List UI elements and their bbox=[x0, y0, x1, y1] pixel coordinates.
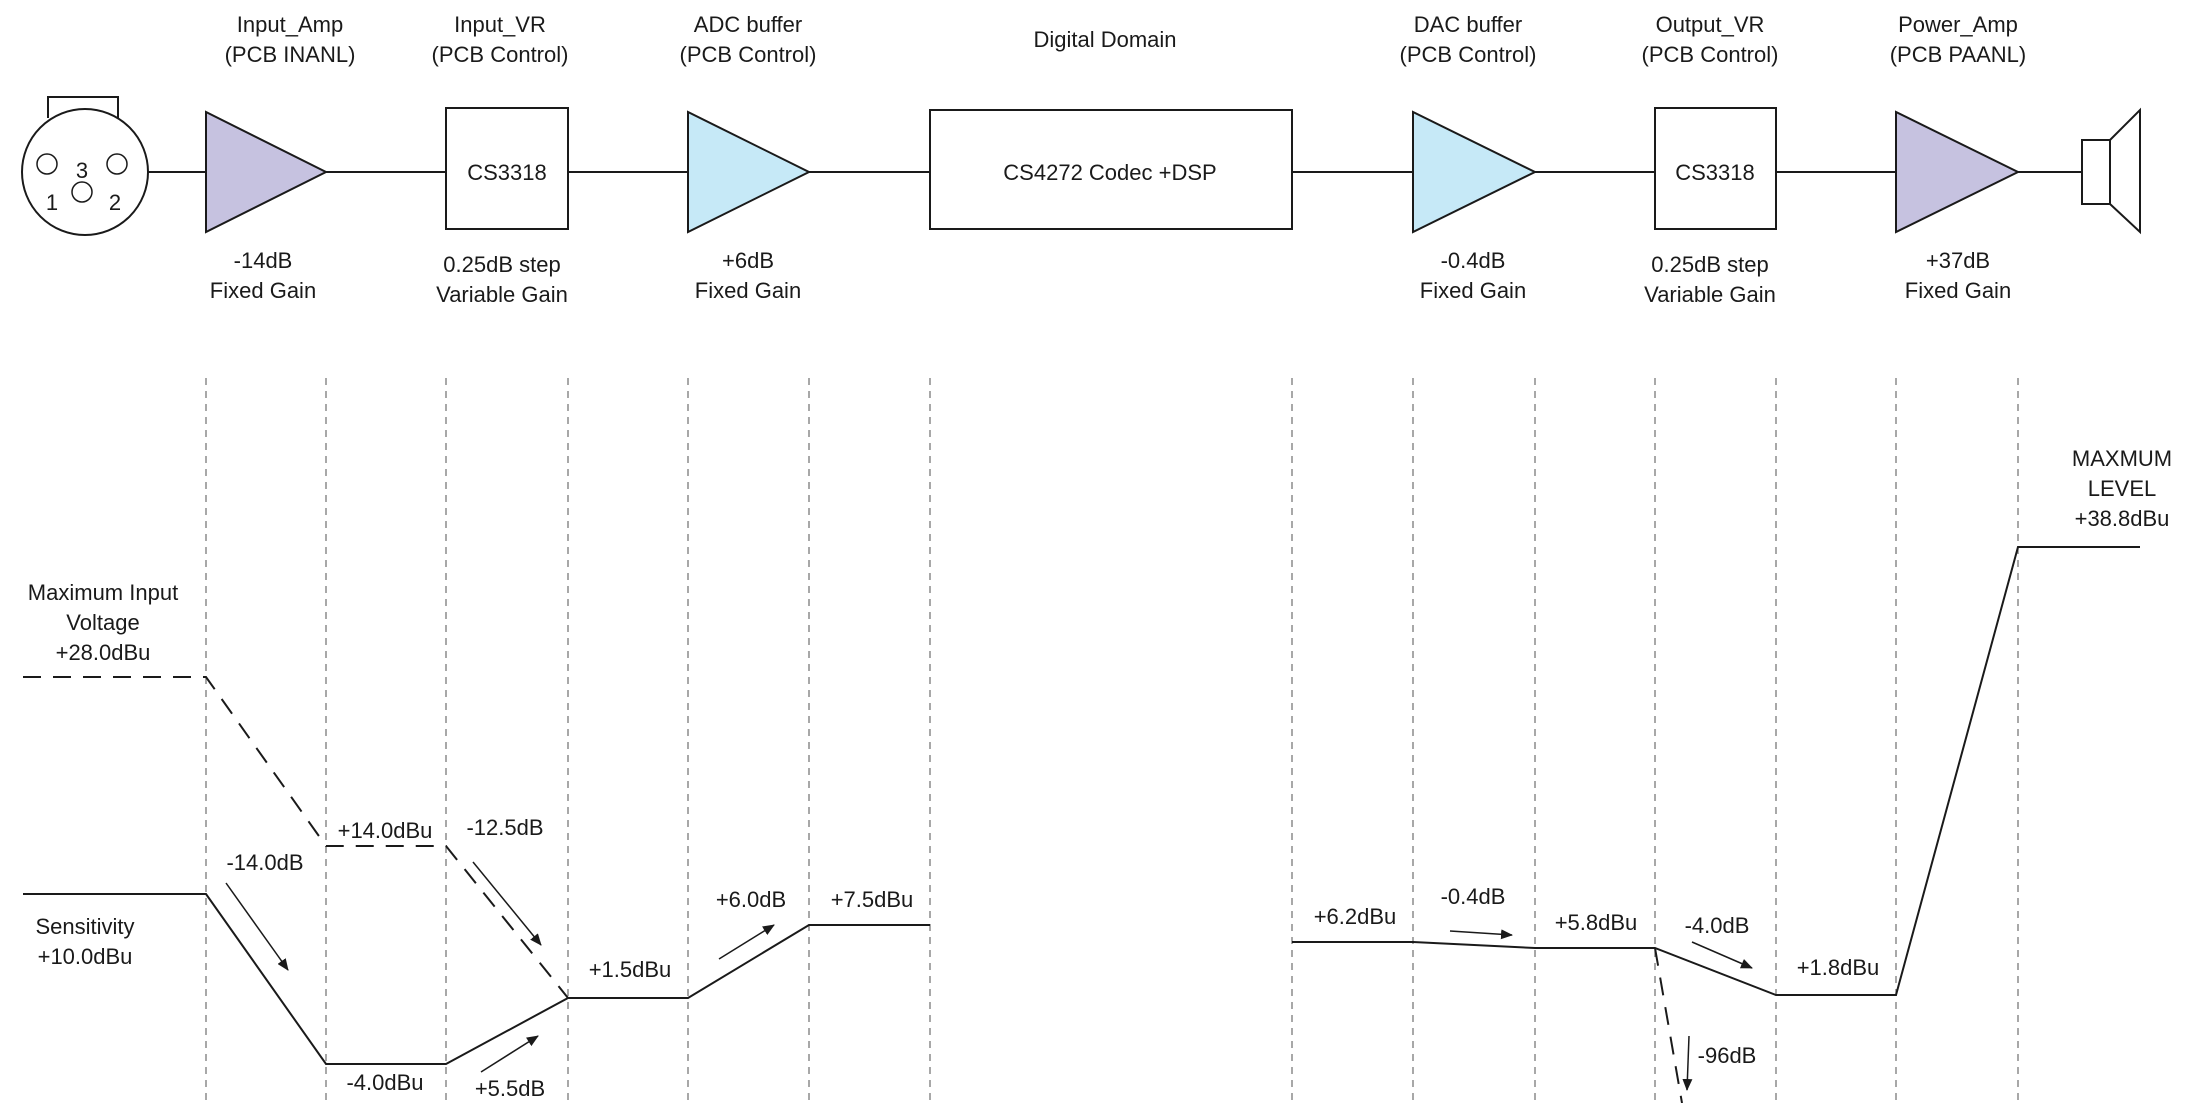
max-input-label-line: Maximum Input bbox=[28, 580, 178, 605]
dac-buffer-gain: -0.4dB bbox=[1441, 248, 1506, 273]
output-level-path bbox=[1292, 546, 2140, 996]
stage-name: Power_Amp bbox=[1898, 12, 2018, 37]
level-after-input-amp-max: +14.0dBu bbox=[338, 818, 433, 843]
stage-pcb: (PCB Control) bbox=[432, 42, 569, 67]
stage-header-power-amp: Power_Amp (PCB PAANL) bbox=[1890, 12, 2027, 67]
speaker-icon bbox=[2081, 107, 2141, 235]
arrow-dac-buffer bbox=[1449, 929, 1513, 940]
pin-2-label: 2 bbox=[109, 190, 121, 215]
arrow-input-vr-max bbox=[472, 861, 542, 946]
stage-pcb: (PCB PAANL) bbox=[1890, 42, 2027, 67]
sensitivity-label-line: +10.0dBu bbox=[38, 944, 133, 969]
dac-buffer-gain-type: Fixed Gain bbox=[1420, 278, 1526, 303]
pin-1-label: 1 bbox=[46, 190, 58, 215]
gain-step-adc-buffer: +6.0dB bbox=[716, 887, 786, 912]
arrow-adc-buffer bbox=[718, 924, 775, 960]
stage-guide-lines bbox=[205, 378, 2019, 1103]
stage-name: DAC buffer bbox=[1414, 12, 1522, 37]
input-vr-gain-type: Variable Gain bbox=[436, 282, 568, 307]
stage-header-adc-buffer: ADC buffer (PCB Control) bbox=[680, 12, 817, 67]
output-vr-chip-box bbox=[1654, 107, 1777, 230]
stage-pcb: (PCB INANL) bbox=[225, 42, 356, 67]
output-vr-gain: 0.25dB step bbox=[1651, 252, 1768, 277]
power-amp-gain: +37dB bbox=[1926, 248, 1990, 273]
mute-drop-line bbox=[1654, 947, 1683, 1103]
stage-header-input-amp: Input_Amp (PCB INANL) bbox=[225, 12, 356, 67]
maximum-level-label-line: +38.8dBu bbox=[2075, 506, 2170, 531]
gain-step-input-vr-max: -12.5dB bbox=[466, 815, 543, 840]
stage-name-digital-domain: Digital Domain bbox=[1033, 27, 1176, 52]
stage-pcb: (PCB Control) bbox=[1642, 42, 1779, 67]
sensitivity-label-line: Sensitivity bbox=[35, 914, 134, 939]
pin-3-label: 3 bbox=[76, 158, 88, 183]
stage-header-input-vr: Input_VR (PCB Control) bbox=[432, 12, 569, 67]
adc-buffer-gain: +6dB bbox=[722, 248, 774, 273]
adc-buffer-gain-type: Fixed Gain bbox=[695, 278, 801, 303]
level-after-input-vr: +1.5dBu bbox=[589, 957, 672, 982]
gain-step-output-vr-mute: -96dB bbox=[1698, 1043, 1757, 1068]
sensitivity-level-path bbox=[23, 893, 930, 1065]
gain-step-output-vr: -4.0dB bbox=[1685, 913, 1750, 938]
level-after-dac-buffer: +5.8dBu bbox=[1555, 910, 1638, 935]
stage-name: ADC buffer bbox=[694, 12, 802, 37]
stage-name: Input_Amp bbox=[237, 12, 343, 37]
gain-step-input-amp: -14.0dB bbox=[226, 850, 303, 875]
max-input-level-path bbox=[23, 676, 569, 999]
input-amp-gain: -14dB bbox=[234, 248, 293, 273]
max-input-label: Maximum Input Voltage +28.0dBu bbox=[28, 580, 178, 665]
power-amp-gain-type: Fixed Gain bbox=[1905, 278, 2011, 303]
level-after-adc-buffer: +7.5dBu bbox=[831, 887, 914, 912]
codec-dsp-label: CS4272 Codec +DSP bbox=[1003, 160, 1216, 185]
gain-step-input-vr-sens: +5.5dB bbox=[475, 1076, 545, 1101]
arrow-output-vr bbox=[1691, 941, 1753, 969]
level-digital-out: +6.2dBu bbox=[1314, 904, 1397, 929]
stage-name: Input_VR bbox=[454, 12, 546, 37]
maximum-level-label: MAXMUM LEVEL +38.8dBu bbox=[2072, 446, 2172, 531]
stage-gain-captions: -14dB Fixed Gain 0.25dB step Variable Ga… bbox=[210, 248, 2011, 307]
maximum-level-label-line: MAXMUM bbox=[2072, 446, 2172, 471]
sensitivity-label: Sensitivity +10.0dBu bbox=[35, 914, 134, 969]
codec-dsp-box bbox=[929, 109, 1293, 230]
xlr-connector-icon: 3 1 2 bbox=[21, 96, 149, 236]
maximum-level-label-line: LEVEL bbox=[2088, 476, 2157, 501]
level-after-output-vr: +1.8dBu bbox=[1797, 955, 1880, 980]
signal-chain: 3 1 2 CS3318 CS4272 Codec +DSP CS3318 bbox=[21, 96, 2141, 236]
dac-buffer-icon bbox=[1412, 110, 1538, 234]
stage-pcb: (PCB Control) bbox=[1400, 42, 1537, 67]
input-vr-chip-label: CS3318 bbox=[467, 160, 547, 185]
arrow-input-vr-sens bbox=[480, 1035, 539, 1073]
input-amp-icon bbox=[205, 110, 329, 234]
stage-pcb: (PCB Control) bbox=[680, 42, 817, 67]
max-input-label-line: Voltage bbox=[66, 610, 139, 635]
arrow-output-vr-mute bbox=[1682, 1035, 1693, 1091]
arrow-input-amp-gain bbox=[225, 882, 289, 971]
power-amp-icon bbox=[1895, 110, 2021, 234]
adc-buffer-icon bbox=[687, 110, 812, 234]
input-amp-gain-type: Fixed Gain bbox=[210, 278, 316, 303]
stage-header-dac-buffer: DAC buffer (PCB Control) bbox=[1400, 12, 1537, 67]
input-vr-chip-box bbox=[445, 107, 569, 230]
output-vr-chip-label: CS3318 bbox=[1675, 160, 1755, 185]
stage-name: Output_VR bbox=[1656, 12, 1765, 37]
level-diagram: Maximum Input Voltage +28.0dBu Sensitivi… bbox=[23, 446, 2172, 1103]
gain-step-dac-buffer: -0.4dB bbox=[1441, 884, 1506, 909]
level-after-input-amp-sens: -4.0dBu bbox=[346, 1070, 423, 1095]
stage-header-output-vr: Output_VR (PCB Control) bbox=[1642, 12, 1779, 67]
output-vr-gain-type: Variable Gain bbox=[1644, 282, 1776, 307]
input-vr-gain: 0.25dB step bbox=[443, 252, 560, 277]
max-input-label-line: +28.0dBu bbox=[56, 640, 151, 665]
